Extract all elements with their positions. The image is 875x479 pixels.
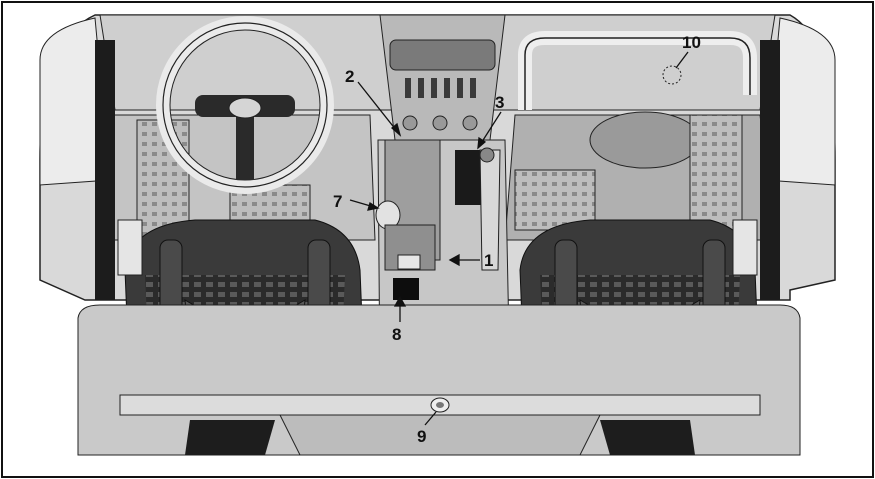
rear-bumper bbox=[77, 304, 801, 456]
callout-9: 9 bbox=[417, 427, 426, 446]
callout-7: 7 bbox=[333, 192, 342, 211]
leader-2 bbox=[357, 81, 401, 136]
passenger-foot-step bbox=[600, 420, 695, 455]
callout-labels: 2 3 7 1 8 9 10 bbox=[333, 33, 701, 446]
callout-10-target bbox=[662, 65, 682, 85]
callout-3: 3 bbox=[495, 93, 504, 112]
leader-10 bbox=[675, 51, 689, 69]
console-knob bbox=[479, 147, 495, 163]
driver-foot-step bbox=[185, 420, 275, 455]
callout-1: 1 bbox=[484, 251, 493, 270]
console-switch bbox=[393, 278, 419, 300]
callout-10: 10 bbox=[682, 33, 701, 52]
callout-8: 8 bbox=[392, 325, 401, 344]
leader-lines bbox=[349, 51, 689, 426]
leader-9 bbox=[424, 411, 437, 426]
steering-wheel bbox=[156, 16, 334, 194]
callout-2: 2 bbox=[345, 67, 354, 86]
